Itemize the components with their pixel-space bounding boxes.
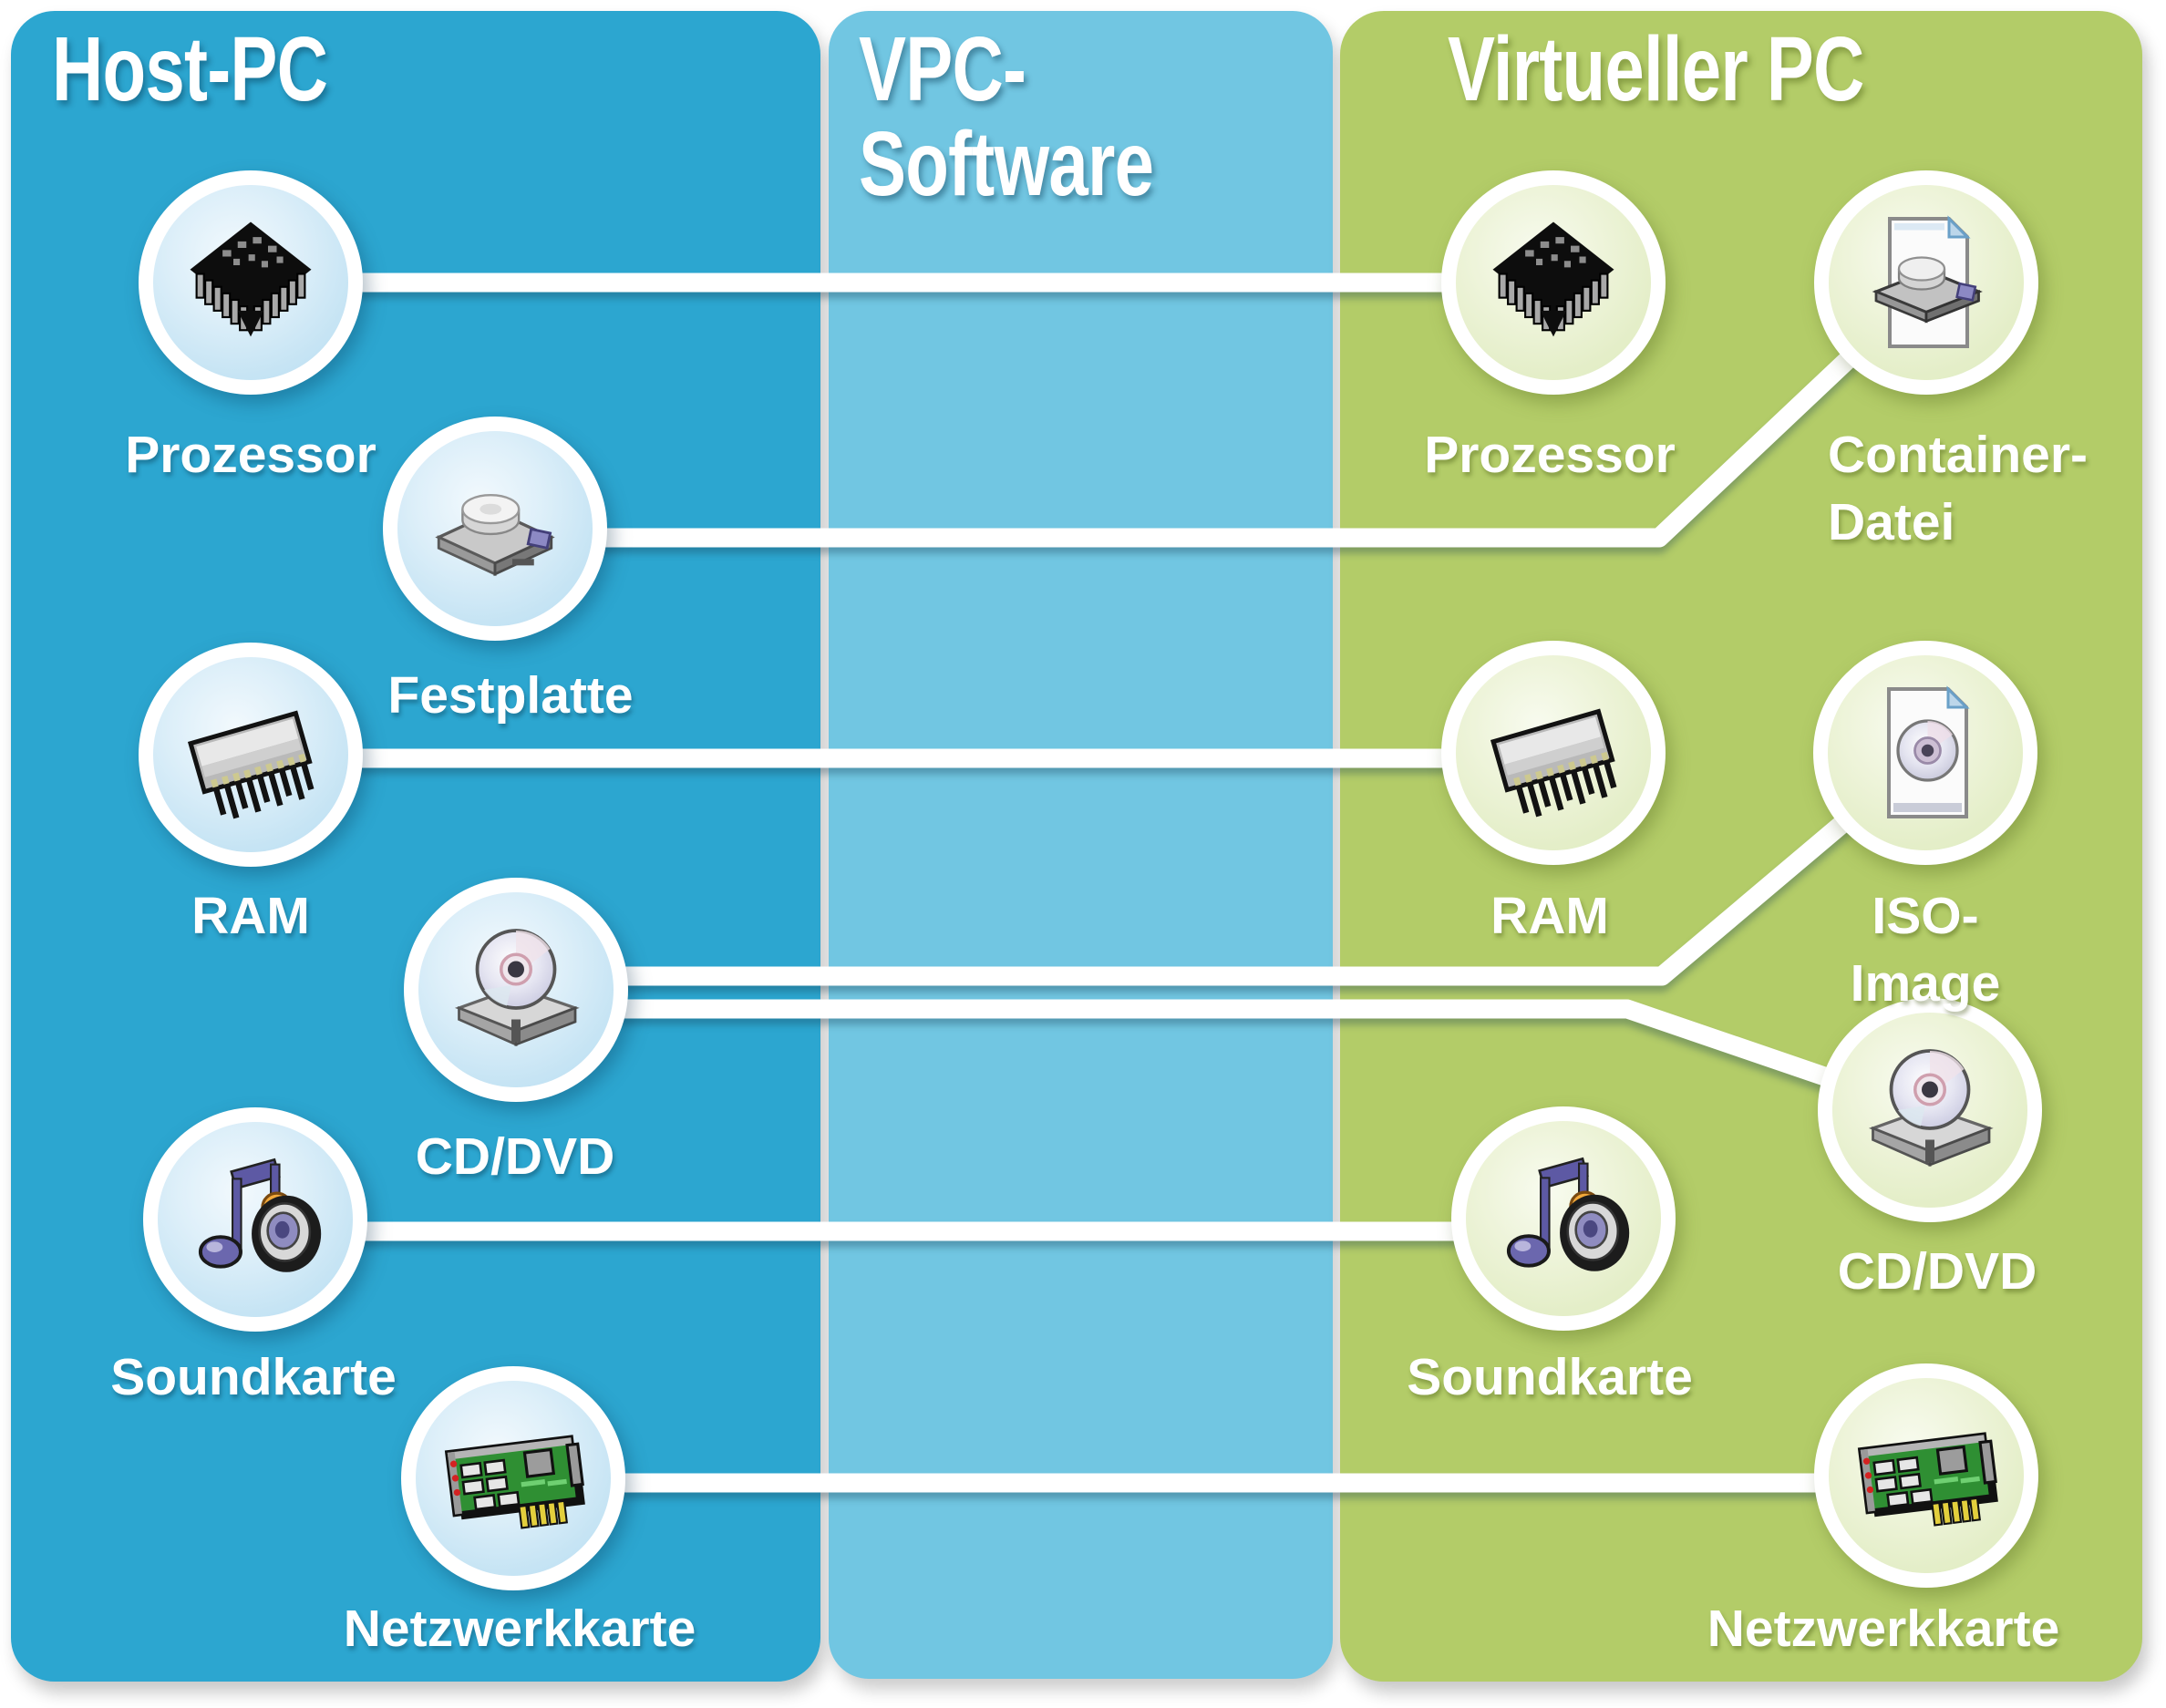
- cd-drive-icon: [1868, 1049, 1994, 1168]
- virtual-container-label: Container- Datei: [1828, 426, 2088, 552]
- virtual-netzwerkkarte-node: [1814, 1363, 2038, 1588]
- network-card-icon: [1857, 1432, 1998, 1527]
- ram-module-icon: [187, 710, 315, 819]
- virtual-cddvd-label: CD/DVD: [1837, 1242, 2037, 1301]
- host-pc-title: Host-PC: [52, 18, 328, 120]
- host-soundkarte-label: Soundkarte: [110, 1348, 397, 1406]
- virtual-cddvd-node: [1818, 998, 2042, 1222]
- virtual-netzwerkkarte-label: Netzwerkkarte: [1707, 1600, 2060, 1658]
- virtual-iso-node: [1813, 641, 2037, 865]
- virtual-pc-title: Virtueller PC: [1448, 18, 1864, 120]
- ram-module-icon: [1490, 708, 1617, 818]
- virtual-soundkarte-node: [1451, 1106, 1676, 1331]
- virtual-prozessor-label: Prozessor: [1424, 426, 1676, 484]
- host-soundkarte-node: [143, 1107, 367, 1332]
- host-prozessor-node: [139, 170, 363, 395]
- connection-cd-cd: [516, 999, 1839, 1089]
- host-festplatte-label: Festplatte: [387, 666, 634, 725]
- cpu-chip-icon: [190, 221, 312, 337]
- host-ram-node: [139, 643, 363, 867]
- host-prozessor-label: Prozessor: [125, 426, 376, 484]
- virtual-ram-node: [1441, 641, 1666, 865]
- connection-festplatte-container: [495, 345, 1862, 548]
- host-festplatte-node: [383, 417, 607, 641]
- virtual-iso-label: ISO-Image: [1850, 887, 2001, 1013]
- host-netzwerkkarte-node: [401, 1366, 625, 1590]
- hard-disk-icon: [435, 494, 555, 577]
- virtual-container-node: [1814, 170, 2038, 395]
- host-ram-label: RAM: [191, 887, 310, 945]
- host-cddvd-node: [404, 878, 628, 1102]
- connection-cd-iso: [516, 809, 1856, 986]
- virtual-soundkarte-label: Soundkarte: [1407, 1348, 1693, 1406]
- note-speaker-icon: [198, 1158, 322, 1272]
- host-netzwerkkarte-label: Netzwerkkarte: [343, 1600, 696, 1658]
- cpu-chip-icon: [1492, 221, 1614, 337]
- container-file-icon: [1872, 215, 1983, 348]
- cd-drive-icon: [454, 929, 580, 1047]
- virtual-prozessor-node: [1441, 170, 1666, 395]
- vpc-software-title: VPC- Software: [859, 18, 1154, 215]
- note-speaker-icon: [1506, 1157, 1630, 1271]
- virtual-ram-label: RAM: [1490, 887, 1609, 945]
- network-card-icon: [444, 1435, 585, 1529]
- host-cddvd-label: CD/DVD: [415, 1127, 615, 1186]
- iso-file-icon: [1887, 685, 1970, 818]
